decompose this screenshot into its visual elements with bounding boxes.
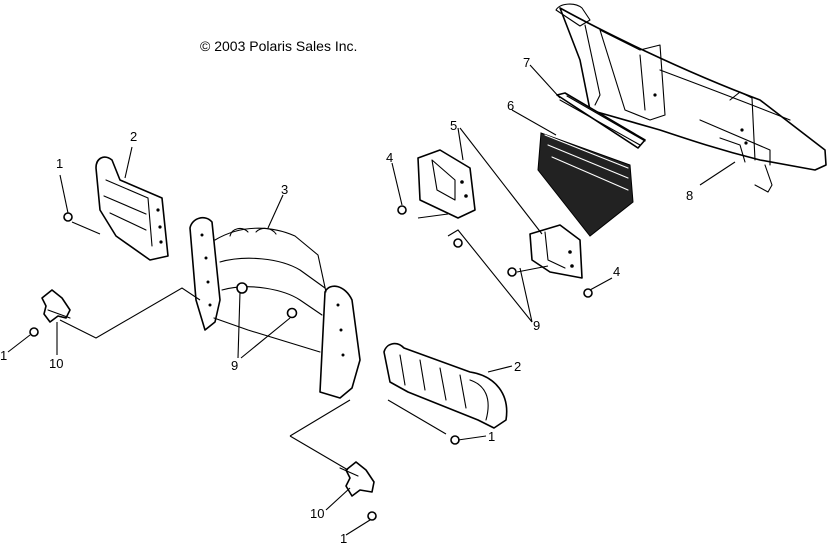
callout-9-left: 9 [231, 358, 238, 373]
knob-left-part-10 [41, 289, 71, 323]
callout-1-top-left: 1 [56, 156, 63, 171]
bolt-part-1-left [29, 327, 39, 337]
nut-part-9-lower [507, 267, 517, 277]
callout-10-left: 10 [49, 356, 63, 371]
bracket-lower-part-5 [529, 224, 583, 279]
bolt-part-1-mid [450, 435, 460, 445]
bolt-part-1-bottom [367, 511, 377, 521]
brush-guard-part-3 [189, 216, 361, 399]
callout-6: 6 [507, 98, 514, 113]
callout-3: 3 [281, 182, 288, 197]
callout-10-bottom: 10 [310, 506, 324, 521]
callout-1-bottom: 1 [340, 531, 347, 544]
nut-part-9-upper [453, 238, 463, 248]
callout-5: 5 [450, 118, 457, 133]
callout-9-right: 9 [533, 318, 540, 333]
callout-1-mid: 1 [488, 429, 495, 444]
callout-8: 8 [686, 188, 693, 203]
bolt-part-4-right [583, 288, 593, 298]
callout-labels: 1 2 3 4 5 6 7 8 1 10 9 4 9 2 1 10 1 [0, 55, 693, 544]
callout-4-upper: 4 [386, 150, 393, 165]
callout-4-right: 4 [613, 264, 620, 279]
bolt-part-4-upper [397, 205, 407, 215]
callout-7: 7 [523, 55, 530, 70]
bracket-upper-part-5 [417, 149, 476, 219]
callout-2-bottom: 2 [514, 359, 521, 374]
grille-bar-part-7 [556, 92, 646, 149]
mesh-screen-part-6 [537, 132, 634, 237]
callout-1-left: 1 [0, 348, 7, 363]
side-guard-top-part-2 [95, 156, 169, 261]
side-guard-bottom-part-2 [383, 342, 508, 429]
leader-lines [7, 64, 736, 536]
bolt-part-1-top-left [63, 212, 73, 222]
knob-bottom-part-10 [339, 461, 375, 497]
front-bumper-part-8 [555, 3, 827, 193]
copyright-text: © 2003 Polaris Sales Inc. [200, 38, 357, 54]
callout-2-top-left: 2 [130, 129, 137, 144]
